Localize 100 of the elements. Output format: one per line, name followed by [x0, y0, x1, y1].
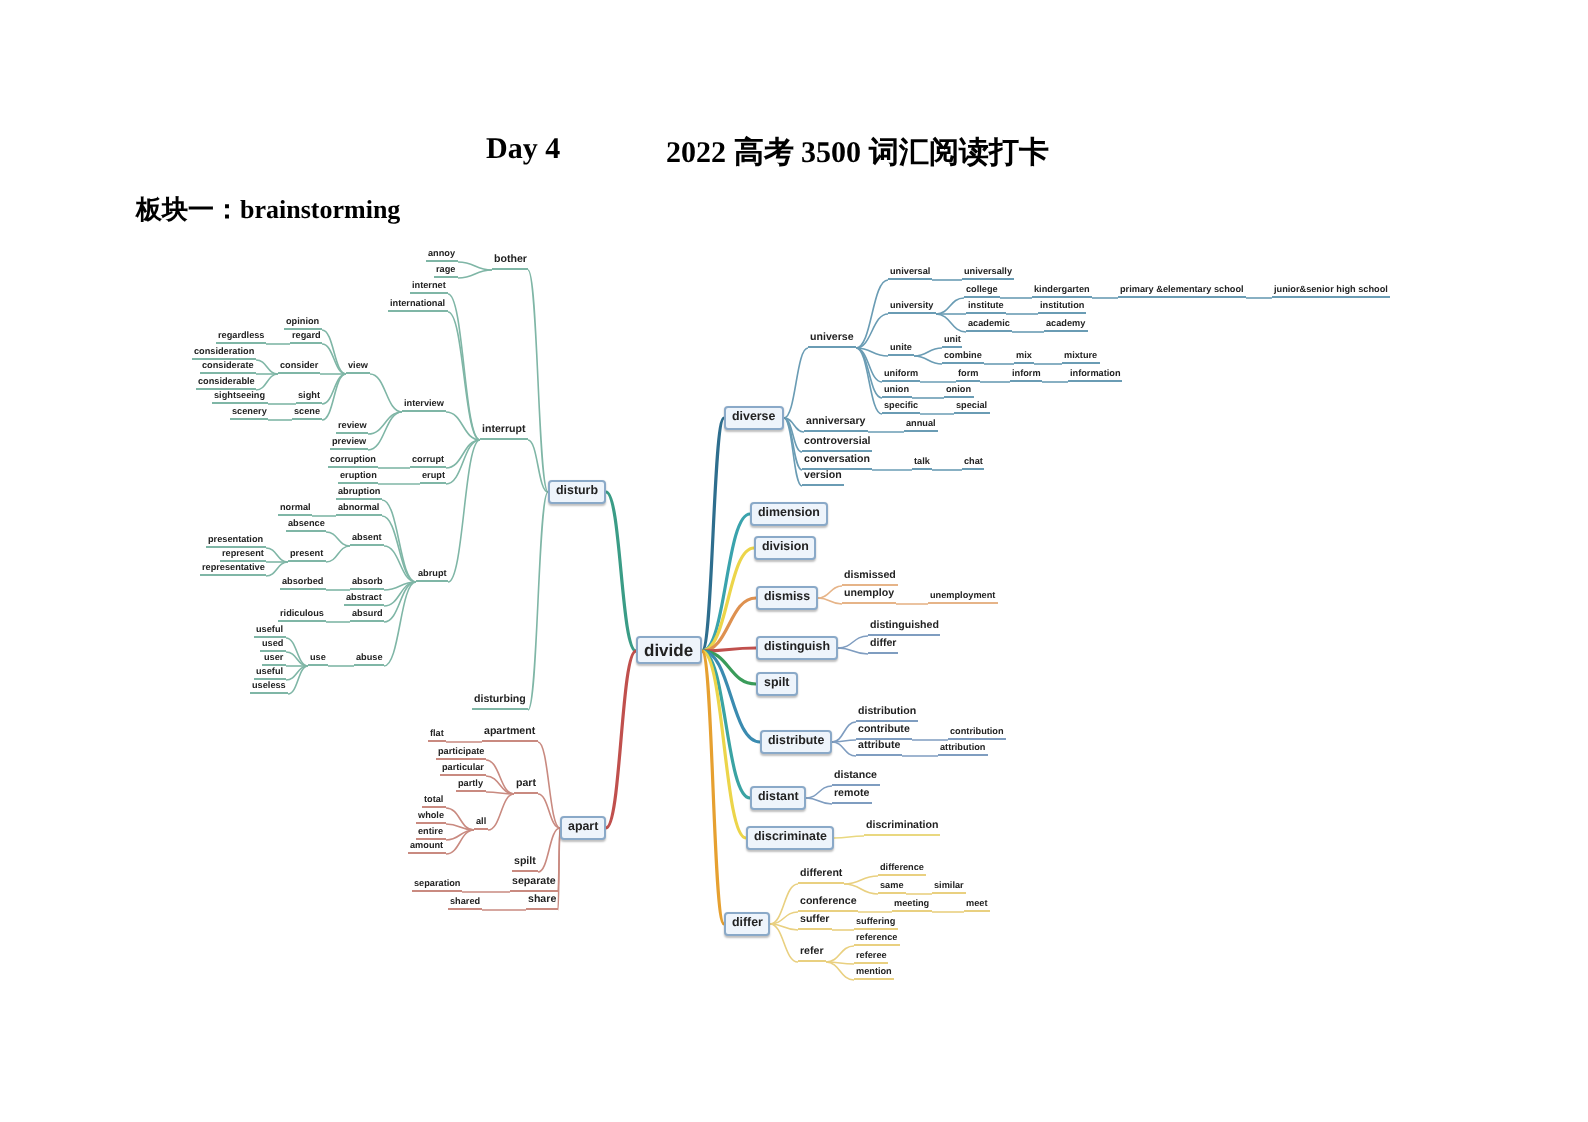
branch-line [805, 785, 833, 799]
branch-line [265, 343, 291, 345]
branch-line [1245, 297, 1273, 299]
branch-line [445, 807, 475, 831]
branch-line [457, 269, 493, 279]
branch-line [445, 439, 481, 469]
branch-line [769, 923, 799, 931]
branch-line [457, 261, 493, 271]
branch-line [931, 469, 963, 471]
branch-line [783, 417, 803, 471]
branch-line [383, 581, 417, 591]
branch-line [843, 875, 879, 885]
branch-line [377, 483, 421, 485]
central-topic-box: divide [636, 635, 702, 664]
branch-line [913, 347, 943, 357]
branch-line [999, 297, 1033, 299]
branch-line [481, 909, 527, 911]
branch-line [321, 343, 347, 375]
branch-line [831, 929, 855, 931]
branch-line [537, 741, 561, 829]
branch-line [855, 279, 889, 349]
branch-line [871, 469, 913, 471]
branch-line [367, 411, 403, 451]
branch-line [527, 269, 549, 493]
branch-line [769, 883, 799, 925]
branch-line [255, 373, 279, 375]
branch-line [855, 313, 889, 349]
branch-line [825, 961, 855, 981]
branch-line [285, 665, 309, 681]
branch-line [381, 499, 417, 583]
branch-line [383, 581, 417, 623]
branch-line [701, 596, 757, 653]
branch-line [783, 417, 803, 453]
branch-line [769, 911, 799, 925]
branch-line [445, 439, 481, 485]
branch-line [604, 490, 638, 653]
branch-line [911, 397, 945, 399]
branch-line [831, 741, 857, 757]
branch-line [911, 739, 949, 741]
branch-line [321, 373, 347, 421]
branch-line [825, 961, 855, 965]
branch-line [783, 347, 809, 419]
branch-line [913, 355, 943, 365]
branch-line [855, 347, 883, 399]
branch-line [527, 439, 549, 493]
branch-line [905, 893, 933, 895]
branch-line [919, 381, 957, 383]
branch-line [265, 547, 289, 563]
branch-line [701, 546, 755, 653]
branch-line [447, 439, 481, 583]
branch-line [701, 649, 751, 800]
branch-line [855, 347, 889, 357]
branch-line [805, 797, 833, 805]
branch-line [369, 373, 403, 413]
branch-line [445, 829, 475, 855]
branch-line [831, 721, 857, 743]
branch-line [700, 417, 726, 652]
branch-line [825, 945, 855, 963]
branch-line [931, 279, 963, 281]
branch-line [311, 515, 337, 517]
branch-line [931, 911, 965, 913]
branch-line [445, 829, 475, 841]
branch-line [321, 329, 347, 375]
branch-line [983, 363, 1015, 365]
branch-line [445, 823, 475, 831]
branch-line [285, 665, 309, 667]
branch-line [265, 561, 289, 563]
branch-line [537, 827, 561, 873]
title: Day 4 [486, 134, 561, 168]
branch-line [267, 419, 293, 421]
branch-line [285, 637, 309, 667]
branch-line [325, 621, 351, 623]
branch-line [901, 755, 939, 757]
branch-line [701, 649, 747, 840]
branch-line [935, 297, 965, 315]
branch-line [1011, 331, 1045, 333]
branch-line [325, 545, 351, 563]
branch-line [867, 431, 905, 433]
branch-line [701, 649, 761, 744]
branch-line [855, 347, 883, 383]
branch-line [769, 923, 799, 963]
branch-line [325, 531, 351, 547]
branch-line [837, 647, 869, 655]
branch-line [487, 793, 515, 831]
branch-line [527, 491, 549, 711]
branch-line [843, 883, 879, 895]
branch-line [702, 646, 756, 653]
branch-line [325, 589, 351, 591]
branch-line [381, 515, 417, 583]
branch-line [831, 739, 857, 743]
branch-line [319, 373, 347, 375]
branch-line [445, 411, 481, 441]
branch-line [935, 313, 967, 333]
branch-line [287, 665, 309, 695]
branch-line [255, 359, 279, 375]
branch-line [285, 651, 309, 667]
branch-line [1005, 313, 1039, 315]
branch-line [857, 911, 893, 913]
branch-line [383, 581, 417, 607]
branch-line [1041, 381, 1069, 383]
